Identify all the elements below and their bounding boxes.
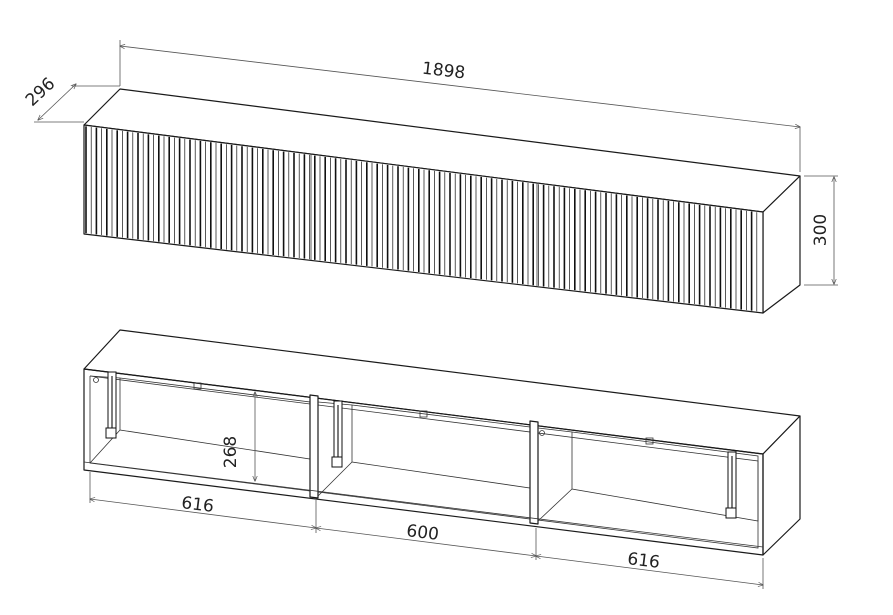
fluted-front-panel xyxy=(85,126,758,312)
dimension-compartment-1: 616 xyxy=(90,472,316,533)
compartment-3-width-label: 616 xyxy=(626,549,661,573)
hanging-bracket xyxy=(645,437,654,445)
compartment-2-width-label: 600 xyxy=(405,521,440,545)
compartment-1-width-label: 616 xyxy=(180,493,215,517)
hanging-bracket xyxy=(193,382,202,390)
door-hinge-right xyxy=(539,430,737,519)
dimension-height: 300 xyxy=(804,175,838,286)
dimension-compartment-2: 600 xyxy=(316,521,536,560)
closed-cabinet xyxy=(83,88,801,314)
divider-2 xyxy=(529,420,539,525)
overall-width-label: 1898 xyxy=(421,59,466,84)
open-cabinet-top-face xyxy=(83,329,801,455)
dimension-inner-height: 268 xyxy=(221,392,255,481)
door-hinge-middle xyxy=(331,400,343,468)
hanging-bracket xyxy=(419,410,428,418)
open-cabinet xyxy=(83,329,801,556)
compartment-3-back xyxy=(571,431,759,522)
inner-height-label: 268 xyxy=(221,436,241,468)
door-hinge-left xyxy=(93,371,117,439)
dimension-compartment-3: 616 xyxy=(536,549,763,589)
divider-1 xyxy=(309,394,319,499)
height-label: 300 xyxy=(811,214,831,246)
